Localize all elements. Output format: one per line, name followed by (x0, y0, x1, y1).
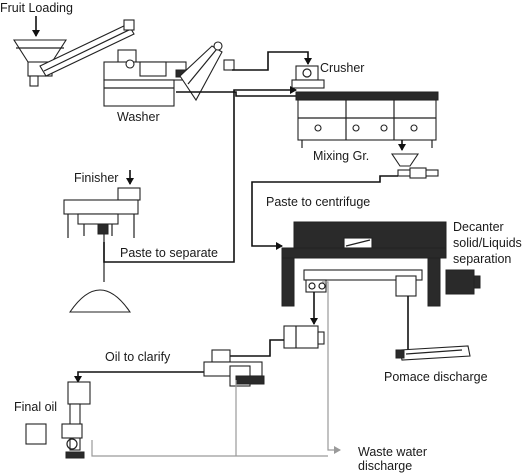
crusher-machine (291, 65, 325, 89)
decanter-label-line2: solid/Liquids (453, 236, 522, 250)
paste-to-separate-label: Paste to separate (120, 246, 218, 260)
fruit-loading-label: Fruit Loading (0, 1, 73, 15)
pipe-paste-to-centrifuge (251, 175, 398, 250)
decanter-label-line3: separation (453, 252, 511, 266)
conveyor-1 (39, 19, 135, 77)
pipe-waste-water-final (91, 440, 328, 457)
mixing-label: Mixing Gr. (313, 149, 369, 163)
oil-tank (283, 325, 325, 349)
crusher-label: Crusher (320, 61, 364, 75)
paste-to-centrifuge-label: Paste to centrifuge (266, 195, 370, 209)
mixing-group (295, 91, 439, 148)
finisher-machine (63, 170, 141, 238)
waste-water-label-line2: discharge (358, 459, 412, 473)
clarifier-machine (203, 349, 265, 387)
decanter-machine (281, 221, 481, 307)
pomace-conveyor (395, 345, 471, 361)
oil-to-clarify-label: Oil to clarify (105, 350, 171, 364)
fruit-hopper (12, 16, 68, 87)
finisher-label: Finisher (74, 171, 118, 185)
pipe-waste-water-decanter (322, 281, 341, 454)
waste-water-label-line1: Waste water (358, 445, 427, 459)
final-oil-container (25, 423, 47, 445)
final-oil-unit (25, 381, 91, 459)
washer-machine (103, 49, 189, 107)
pipe-to-crusher (232, 51, 312, 71)
final-oil-label: Final oil (14, 400, 57, 414)
decanter-label-line1: Decanter (453, 220, 504, 234)
paste-pump (390, 153, 439, 179)
pomace-discharge-label: Pomace discharge (384, 370, 488, 384)
washer-label: Washer (117, 110, 160, 124)
pipe-washer-to-mixer (176, 91, 296, 97)
conveyor-2 (179, 41, 235, 102)
pipe-paste-to-separate (103, 86, 297, 263)
